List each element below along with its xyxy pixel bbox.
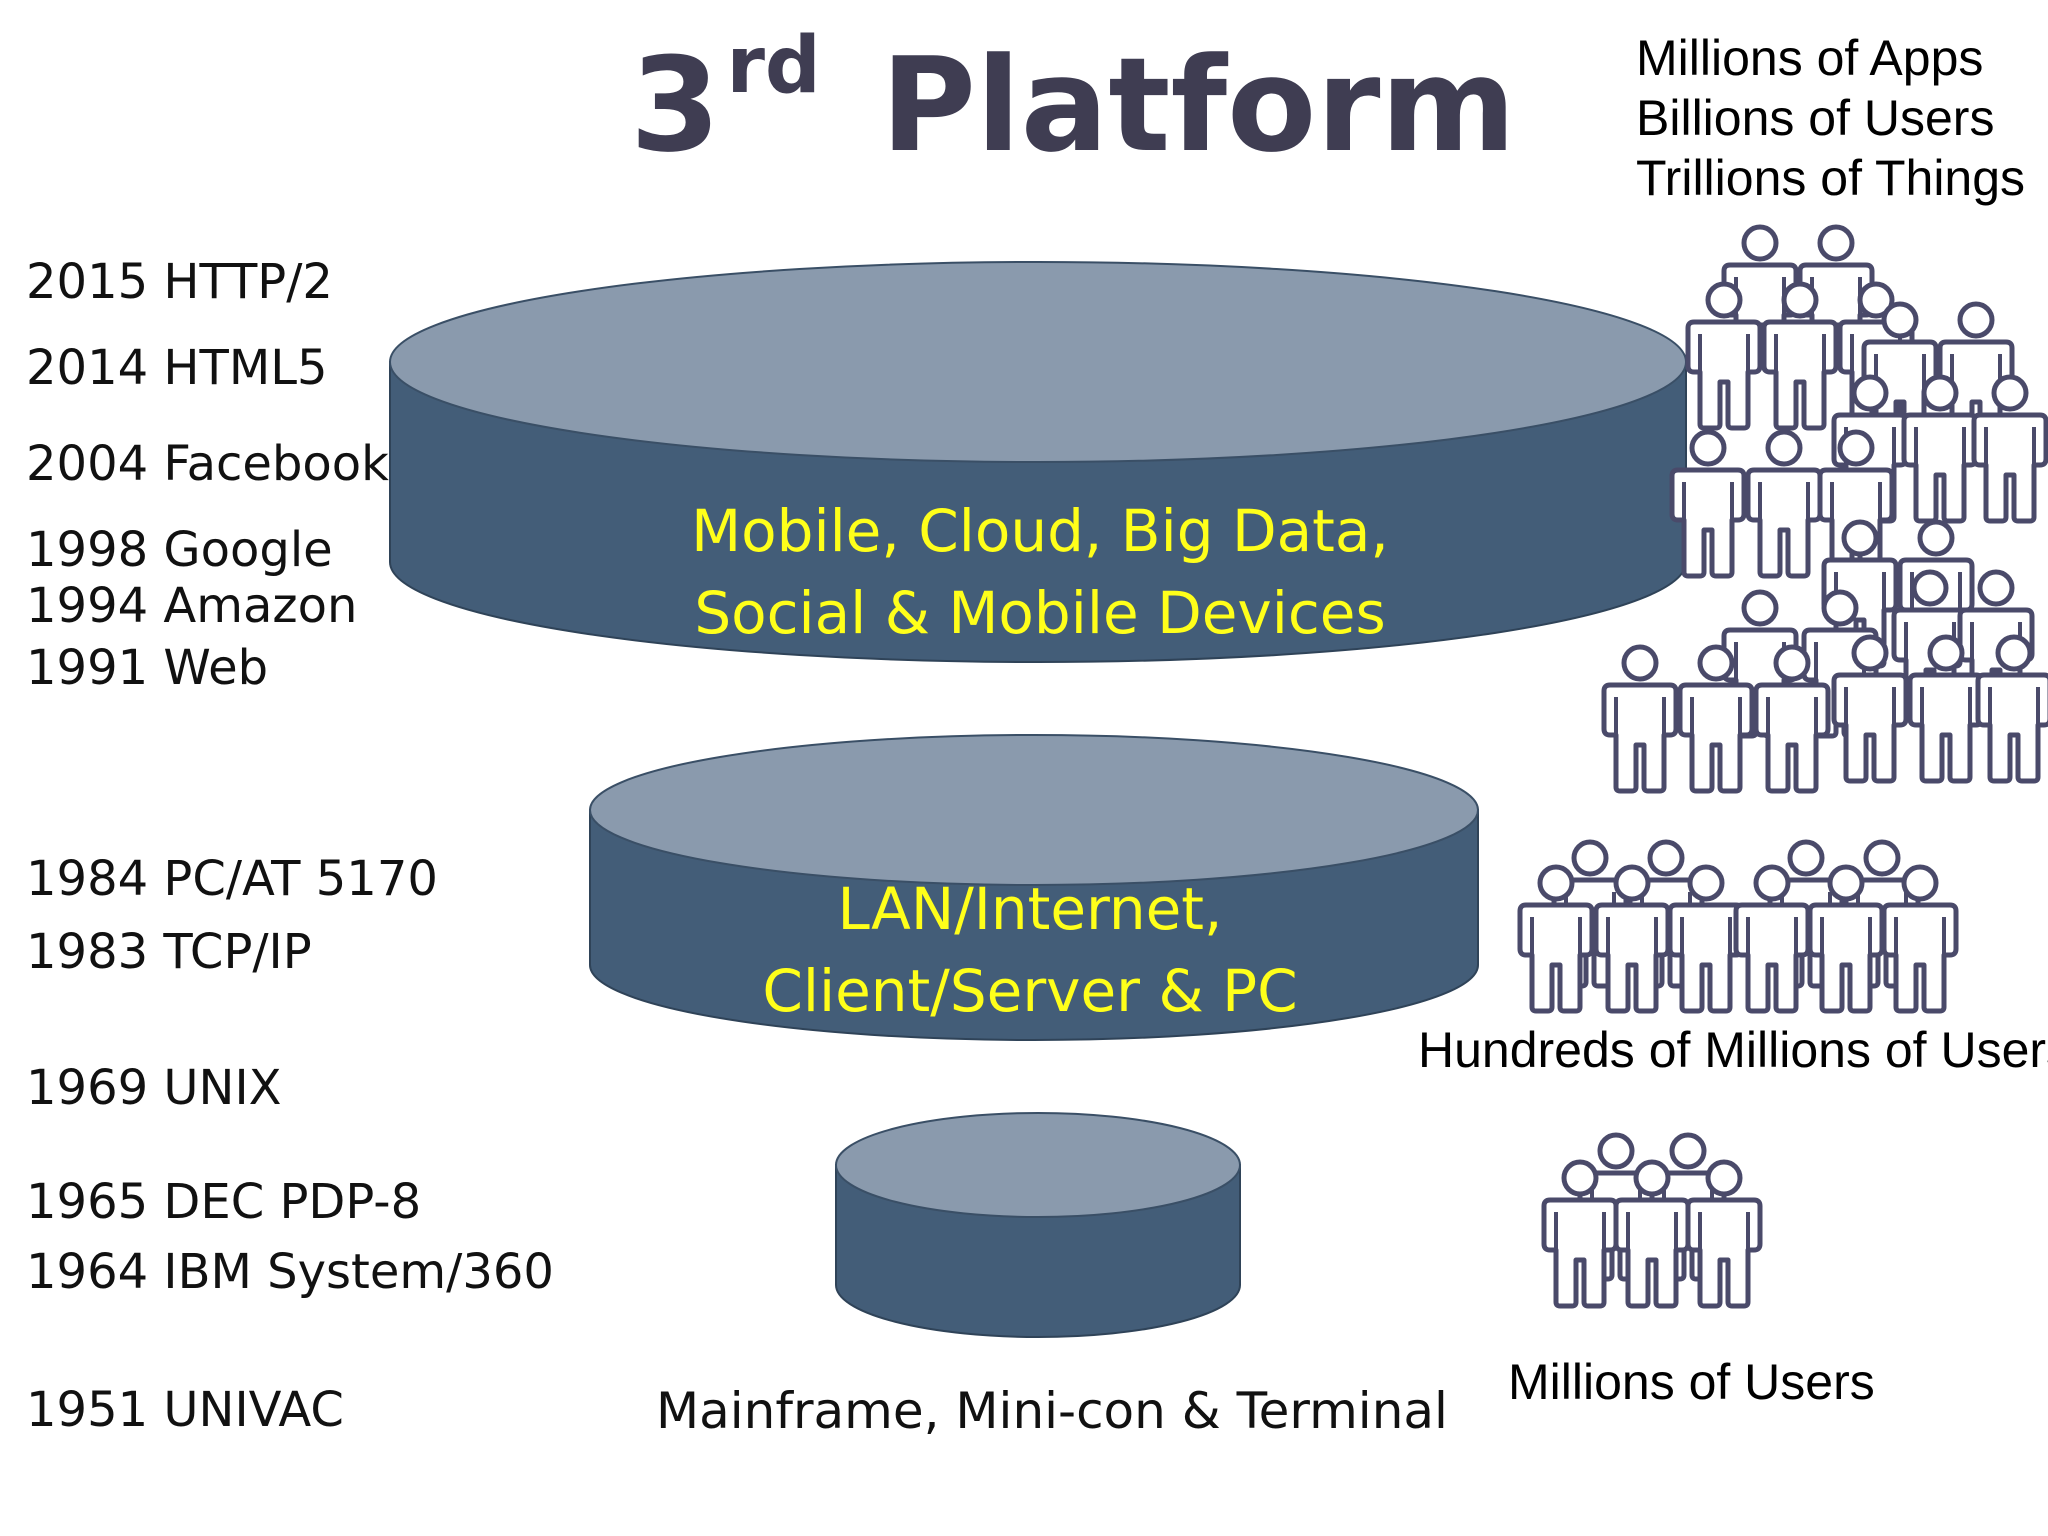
title-word: Platform (880, 29, 1516, 181)
timeline-item: 1991 Web (26, 640, 269, 696)
first-platform-label: Mainframe, Mini-con & Terminal (656, 1382, 1448, 1440)
timeline-item: 2004 Facebook (26, 436, 389, 492)
cylinder-third-platform (389, 261, 1687, 663)
title-number: 3 (630, 29, 721, 181)
person-outline-icon (1604, 227, 2048, 791)
first-platform-scale: Millions of Users (1508, 1354, 1875, 1410)
timeline-item: 1998 Google (26, 522, 333, 578)
title-superscript: rd (726, 21, 821, 111)
timeline-item: 1984 PC/AT 5170 (26, 851, 438, 907)
timeline-item: 1969 UNIX (26, 1060, 282, 1116)
third-platform-label: Mobile, Cloud, Big Data, Social & Mobile… (691, 497, 1389, 647)
timeline-item: 1965 DEC PDP-8 (26, 1174, 422, 1230)
cylinder-second-platform (589, 734, 1479, 1041)
cylinder-first-platform (835, 1112, 1241, 1338)
timeline-item: 1964 IBM System/360 (26, 1244, 554, 1300)
person-outline-icon (1544, 1135, 1760, 1306)
second-platform-scale: Hundreds of Millions of Users (1418, 1022, 2048, 1078)
timeline-item: 1994 Amazon (26, 578, 358, 634)
timeline-item: 1951 UNIVAC (26, 1382, 344, 1438)
third-platform-scale: Millions of Apps Billions of Users Trill… (1636, 30, 2026, 206)
timeline-item: 2014 HTML5 (26, 340, 328, 396)
second-platform-label: LAN/Internet, Client/Server & PC (762, 875, 1298, 1025)
timeline-item: 1983 TCP/IP (26, 924, 312, 980)
timeline-item: 2015 HTTP/2 (26, 254, 333, 310)
person-outline-icon (1520, 842, 1956, 1011)
